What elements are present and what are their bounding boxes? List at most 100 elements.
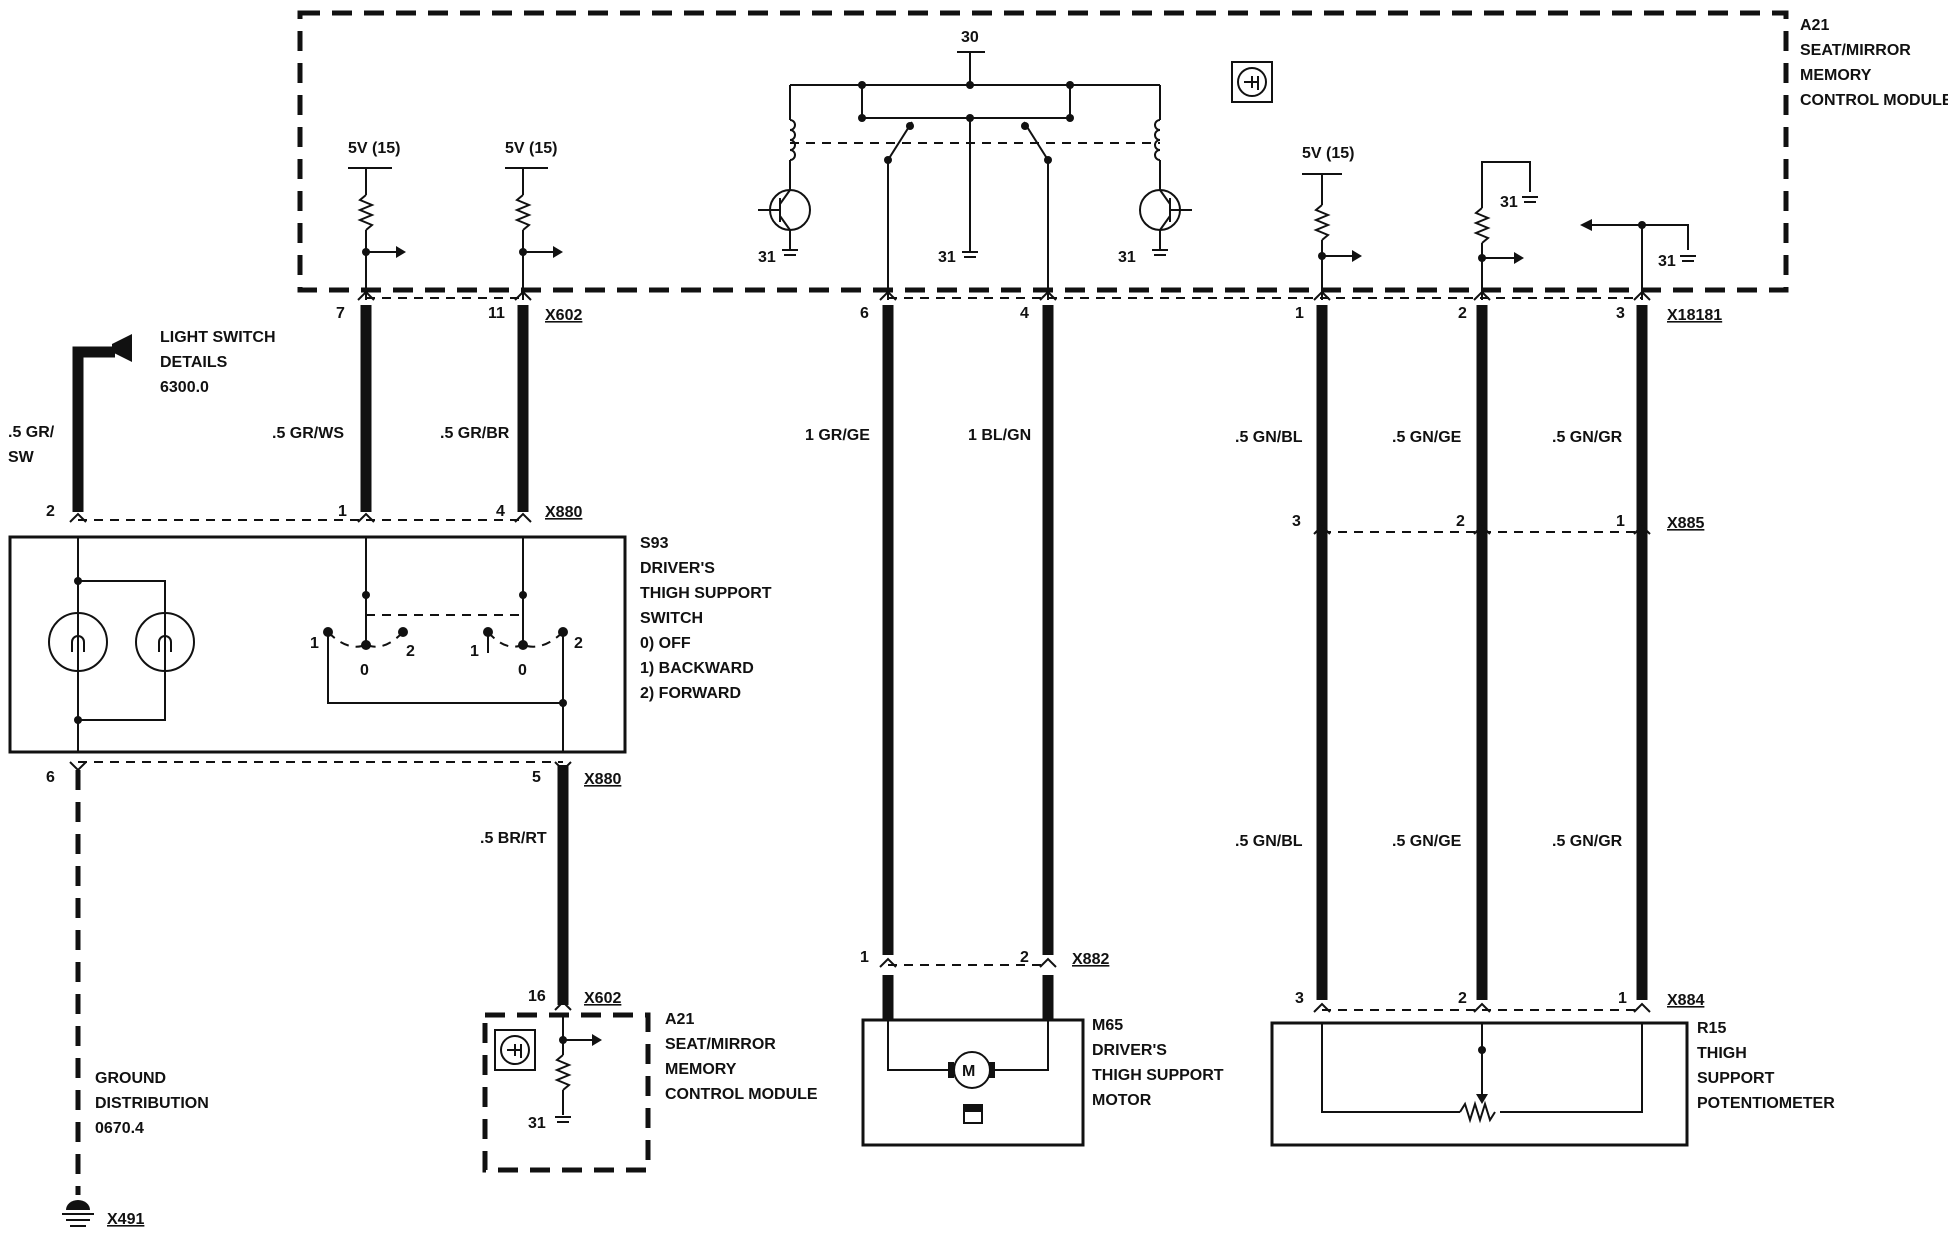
wire-gr-sw <box>72 346 115 512</box>
motor-icon: M <box>887 1020 1049 1124</box>
svg-text:SUPPORT: SUPPORT <box>1697 1070 1775 1087</box>
svg-text:30: 30 <box>961 29 979 46</box>
x602-bottom-label: X602 <box>584 990 621 1007</box>
term-30-label: 30 <box>957 29 985 85</box>
svg-text:SEAT/MIRROR: SEAT/MIRROR <box>1800 42 1911 59</box>
pin-7: 7 <box>336 305 345 322</box>
motor-leads <box>882 975 1054 1020</box>
x880-top-label: X880 <box>545 504 582 521</box>
pin-2-x882: 2 <box>1020 949 1029 966</box>
svg-text:31: 31 <box>1118 249 1136 266</box>
pin-3-x885: 3 <box>1292 513 1301 530</box>
pin-4-motor: 4 <box>1020 305 1029 322</box>
svg-text:A21: A21 <box>1800 17 1829 34</box>
svg-text:LIGHT SWITCH: LIGHT SWITCH <box>160 329 276 346</box>
pin-1-switch: 1 <box>338 503 347 520</box>
wire-label-br-rt: .5 BR/RT <box>480 830 547 847</box>
svg-text:0: 0 <box>518 662 527 679</box>
supply-5v-a: 5V (15) <box>348 140 406 300</box>
ground-sense-circuit: 31 <box>1580 219 1696 300</box>
r15-potentiometer-box <box>1270 1021 1689 1147</box>
wire-label-gn-gr-bot: .5 GN/GR <box>1552 833 1623 850</box>
module-symbol-bottom-icon <box>494 1029 536 1071</box>
svg-text:5V (15): 5V (15) <box>505 140 557 157</box>
pin-16: 16 <box>528 988 546 1005</box>
svg-text:31: 31 <box>938 249 956 266</box>
wire-label-gr-ws: .5 GR/WS <box>272 425 344 442</box>
relay-bridge: 31 31 31 <box>758 81 1192 300</box>
indicator-lamps <box>48 537 195 752</box>
svg-text:DETAILS: DETAILS <box>160 354 228 371</box>
supply-5v-c: 5V (15) <box>1302 145 1362 300</box>
svg-text:31: 31 <box>758 249 776 266</box>
pin-3-pot: 3 <box>1616 305 1625 322</box>
svg-text:0: 0 <box>360 662 369 679</box>
pin-2-pot: 2 <box>1458 305 1467 322</box>
svg-text:DRIVER'S: DRIVER'S <box>1092 1042 1167 1059</box>
svg-text:DISTRIBUTION: DISTRIBUTION <box>95 1095 209 1112</box>
svg-text:0670.4: 0670.4 <box>95 1120 144 1137</box>
wire-label-gr-br: .5 GR/BR <box>440 425 510 442</box>
svg-text:31: 31 <box>1658 253 1676 270</box>
wire-label-gr-sw-2: SW <box>8 449 35 466</box>
s93-switch-contacts: 1 0 2 1 0 2 <box>310 537 583 752</box>
svg-text:1: 1 <box>470 643 479 660</box>
s93-label: S93 DRIVER'S THIGH SUPPORT SWITCH 0) OFF… <box>640 535 772 702</box>
potentiometer-icon <box>1321 1023 1643 1124</box>
pin-1-pot: 1 <box>1295 305 1304 322</box>
svg-text:2) FORWARD: 2) FORWARD <box>640 685 741 702</box>
pin-6-switch: 6 <box>46 769 55 786</box>
svg-text:MEMORY: MEMORY <box>665 1061 737 1078</box>
pin-1-x884: 1 <box>1618 990 1627 1007</box>
pin-2-x885: 2 <box>1456 513 1465 530</box>
supply-5v-b: 5V (15) <box>505 140 563 300</box>
pin-1-x885: 1 <box>1616 513 1625 530</box>
svg-text:31: 31 <box>1500 194 1518 211</box>
svg-text:GROUND: GROUND <box>95 1070 166 1087</box>
pin-11: 11 <box>488 305 505 322</box>
svg-text:31: 31 <box>528 1115 546 1132</box>
svg-text:1) BACKWARD: 1) BACKWARD <box>640 660 754 677</box>
svg-text:X491: X491 <box>107 1211 144 1228</box>
svg-text:1: 1 <box>310 635 319 652</box>
a21-bottom-circuit: 31 <box>528 1015 602 1132</box>
light-switch-reference: LIGHT SWITCH DETAILS 6300.0 <box>160 329 276 396</box>
svg-text:CONTROL MODULE: CONTROL MODULE <box>1800 92 1948 109</box>
wire-label-gn-gr-top: .5 GN/GR <box>1552 429 1623 446</box>
pin-6-motor: 6 <box>860 305 869 322</box>
svg-text:R15: R15 <box>1697 1020 1726 1037</box>
svg-text:DRIVER'S: DRIVER'S <box>640 560 715 577</box>
x885-label: X885 <box>1667 515 1704 532</box>
ground-distribution-reference: GROUND DISTRIBUTION 0670.4 <box>95 1070 209 1137</box>
svg-text:MOTOR: MOTOR <box>1092 1092 1152 1109</box>
wire-label-bl-gn: 1 BL/GN <box>968 427 1031 444</box>
module-symbol-icon <box>1231 61 1273 103</box>
wire-label-gn-ge-bot: .5 GN/GE <box>1392 833 1462 850</box>
wire-label-gr-sw-1: .5 GR/ <box>8 424 55 441</box>
pot-sense-circuit: 31 <box>1473 161 1538 300</box>
svg-text:THIGH: THIGH <box>1697 1045 1747 1062</box>
wire-label-gr-ge: 1 GR/GE <box>805 427 870 444</box>
svg-text:5V (15): 5V (15) <box>348 140 400 157</box>
pin-4-switch: 4 <box>496 503 505 520</box>
pin-1-x882: 1 <box>860 949 869 966</box>
svg-text:6300.0: 6300.0 <box>160 379 209 396</box>
pin-2-x884: 2 <box>1458 990 1467 1007</box>
a21-bottom-label: A21 SEAT/MIRROR MEMORY CONTROL MODULE <box>665 1011 818 1103</box>
pin-5-switch: 5 <box>532 769 541 786</box>
ground-x491: X491 <box>62 1200 144 1228</box>
a21-bottom-module-box <box>482 1012 651 1173</box>
pin-3-x884: 3 <box>1295 990 1304 1007</box>
x882-label: X882 <box>1072 951 1109 968</box>
svg-text:S93: S93 <box>640 535 669 552</box>
x18181-label: X18181 <box>1667 307 1722 324</box>
wire-label-gn-ge-top: .5 GN/GE <box>1392 429 1462 446</box>
light-switch-arrow-icon <box>112 334 132 362</box>
m65-motor-box <box>861 1018 1085 1147</box>
svg-text:A21: A21 <box>665 1011 694 1028</box>
r15-label: R15 THIGH SUPPORT POTENTIOMETER <box>1697 1020 1835 1112</box>
s93-switch-box <box>8 535 627 754</box>
svg-text:5V (15): 5V (15) <box>1302 145 1354 162</box>
svg-text:POTENTIOMETER: POTENTIOMETER <box>1697 1095 1835 1112</box>
